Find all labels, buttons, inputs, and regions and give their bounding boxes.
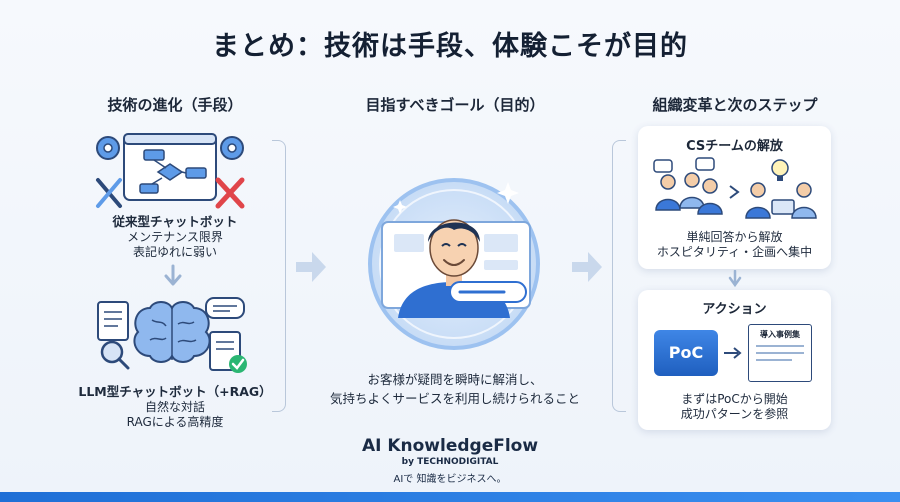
case-study-document: 導入事例集 bbox=[748, 324, 812, 382]
llm-brain-icon bbox=[97, 297, 247, 373]
left-column-heading: 技術の進化（手段） bbox=[107, 96, 243, 114]
legacy-flowchart-icon bbox=[96, 133, 245, 209]
arrow-right-icon bbox=[296, 252, 326, 282]
legacy-chatbot-name: 従来型チャットボット bbox=[112, 214, 238, 229]
llm-chatbot-line2: RAGによる高精度 bbox=[126, 415, 224, 429]
legacy-chatbot-line1: メンテナンス限界 bbox=[127, 230, 223, 244]
footer-bar bbox=[0, 492, 900, 502]
goal-line2: 気持ちよくサービスを利用し続けられること bbox=[329, 391, 580, 406]
cs-team-card: CSチームの解放 単純回答から解放 ホスピタリティ・企画へ集中 bbox=[638, 126, 831, 269]
brand-tagline: AIで 知識をビジネスへ。 bbox=[393, 474, 507, 485]
team-people-icon bbox=[653, 157, 817, 219]
action-card: アクション PoC 導入事例集 まずはPoCから開始 成功パターンを参照 bbox=[638, 290, 831, 430]
poc-screen: PoC bbox=[654, 330, 718, 376]
action-card-line2: 成功パターンを参照 bbox=[680, 407, 789, 421]
left-bracket bbox=[272, 140, 286, 412]
cs-card-title: CSチームの解放 bbox=[686, 139, 783, 154]
legacy-chatbot-line2: 表記ゆれに弱い bbox=[132, 245, 217, 259]
case-study-label: 導入事例集 bbox=[760, 330, 800, 339]
goal-line1: お客様が疑問を瞬時に解消し、 bbox=[367, 372, 543, 387]
down-arrow-icon bbox=[728, 270, 742, 288]
brand-name: AI KnowledgeFlow bbox=[361, 436, 539, 456]
down-arrow-icon bbox=[164, 264, 182, 286]
action-card-line1: まずはPoCから開始 bbox=[681, 392, 788, 406]
action-card-title: アクション bbox=[702, 302, 767, 317]
page-title: まとめ：技術は手段、体験こそが目的 bbox=[212, 31, 688, 62]
llm-chatbot-name: LLM型チャットボット（+RAG） bbox=[78, 384, 272, 399]
arrow-right-icon bbox=[572, 252, 602, 282]
llm-chatbot-line1: 自然な対話 bbox=[144, 400, 205, 414]
brand-by: by TECHNODIGITAL bbox=[401, 457, 499, 467]
right-bracket bbox=[612, 140, 626, 412]
satisfied-customer-icon bbox=[368, 178, 540, 350]
center-column-heading: 目指すべきゴール（目的） bbox=[365, 96, 545, 114]
cs-card-line1: 単純回答から解放 bbox=[686, 230, 783, 244]
brand-logo: AI KnowledgeFlow by TECHNODIGITAL AIで 知識… bbox=[300, 436, 600, 485]
right-column-heading: 組織変革と次のステップ bbox=[652, 96, 818, 114]
cs-card-line2: ホスピタリティ・企画へ集中 bbox=[656, 245, 813, 259]
arrow-right-icon bbox=[724, 347, 742, 359]
